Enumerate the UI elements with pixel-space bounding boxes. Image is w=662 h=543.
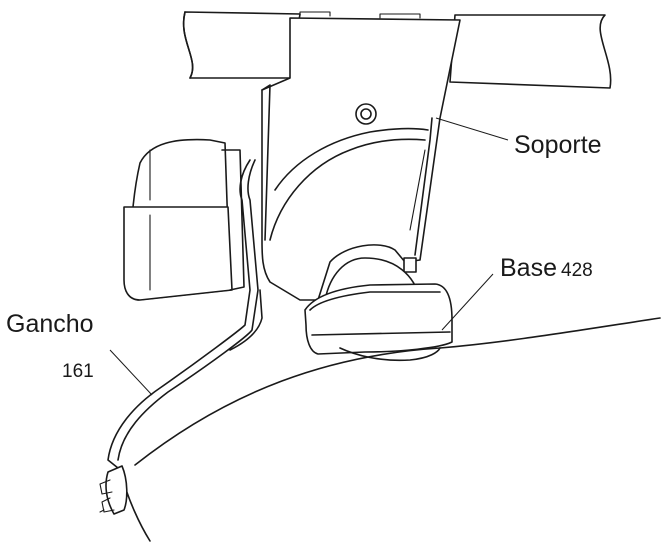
base-foot	[304, 283, 453, 355]
label-base: Base	[500, 254, 557, 282]
hook-clip	[105, 465, 128, 515]
leader-gancho	[109, 349, 153, 396]
hook-strap	[107, 159, 251, 469]
label-soporte: Soporte	[514, 131, 602, 159]
support-inner-arc	[269, 138, 426, 241]
leader-soporte	[435, 117, 509, 141]
label-base-number: 428	[561, 260, 593, 281]
latch-square	[403, 257, 417, 273]
label-gancho: Gancho	[6, 310, 94, 338]
crossbar-right	[449, 14, 612, 89]
crossbar-left	[182, 11, 301, 79]
bolt-inner	[360, 108, 372, 120]
leader-base	[441, 273, 494, 331]
rubber-pad-front	[123, 206, 233, 301]
label-gancho-number: 161	[62, 361, 94, 382]
